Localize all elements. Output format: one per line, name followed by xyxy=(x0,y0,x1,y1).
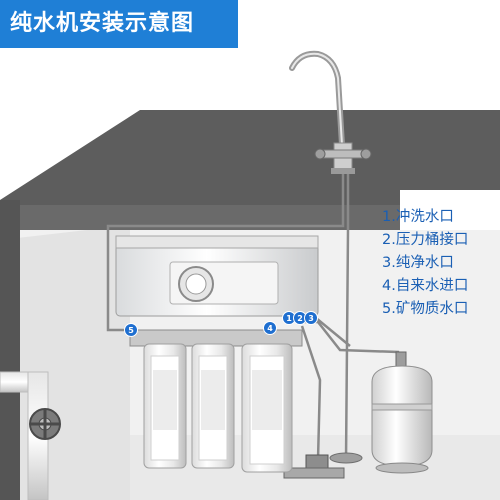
legend-item-mineral-water-port: 5.矿物质水口 xyxy=(382,298,500,321)
marker-4: 4 xyxy=(264,322,277,335)
wall-valve-icon xyxy=(30,409,60,439)
filter-canister-2 xyxy=(192,344,234,468)
legend-item-tank-port: 2.压力桶接口 xyxy=(382,229,500,252)
filter-canister-3 xyxy=(242,344,292,472)
marker-2-label: 2 xyxy=(297,314,303,323)
marker-5-label: 5 xyxy=(128,326,134,335)
port-legend: 1.冲洗水口 2.压力桶接口 3.纯净水口 4.自来水进口 5.矿物质水口 xyxy=(382,206,500,321)
marker-3: 3 xyxy=(305,312,318,325)
legend-item-pure-water-port: 3.纯净水口 xyxy=(382,252,500,275)
machine-top xyxy=(116,236,318,248)
marker-3-label: 3 xyxy=(308,314,314,323)
marker-1-label: 1 xyxy=(286,314,292,323)
legend-item-tap-inlet: 4.自来水进口 xyxy=(382,275,500,298)
filter-canister-1 xyxy=(144,344,186,468)
marker-5: 5 xyxy=(125,324,138,337)
cabinet-left-post xyxy=(0,200,20,500)
inlet-tee xyxy=(284,468,344,478)
legend-item-flush-port: 1.冲洗水口 xyxy=(382,206,500,229)
drain-saddle xyxy=(330,453,362,463)
marker-4-label: 4 xyxy=(267,324,273,333)
pressure-tank xyxy=(372,352,432,473)
